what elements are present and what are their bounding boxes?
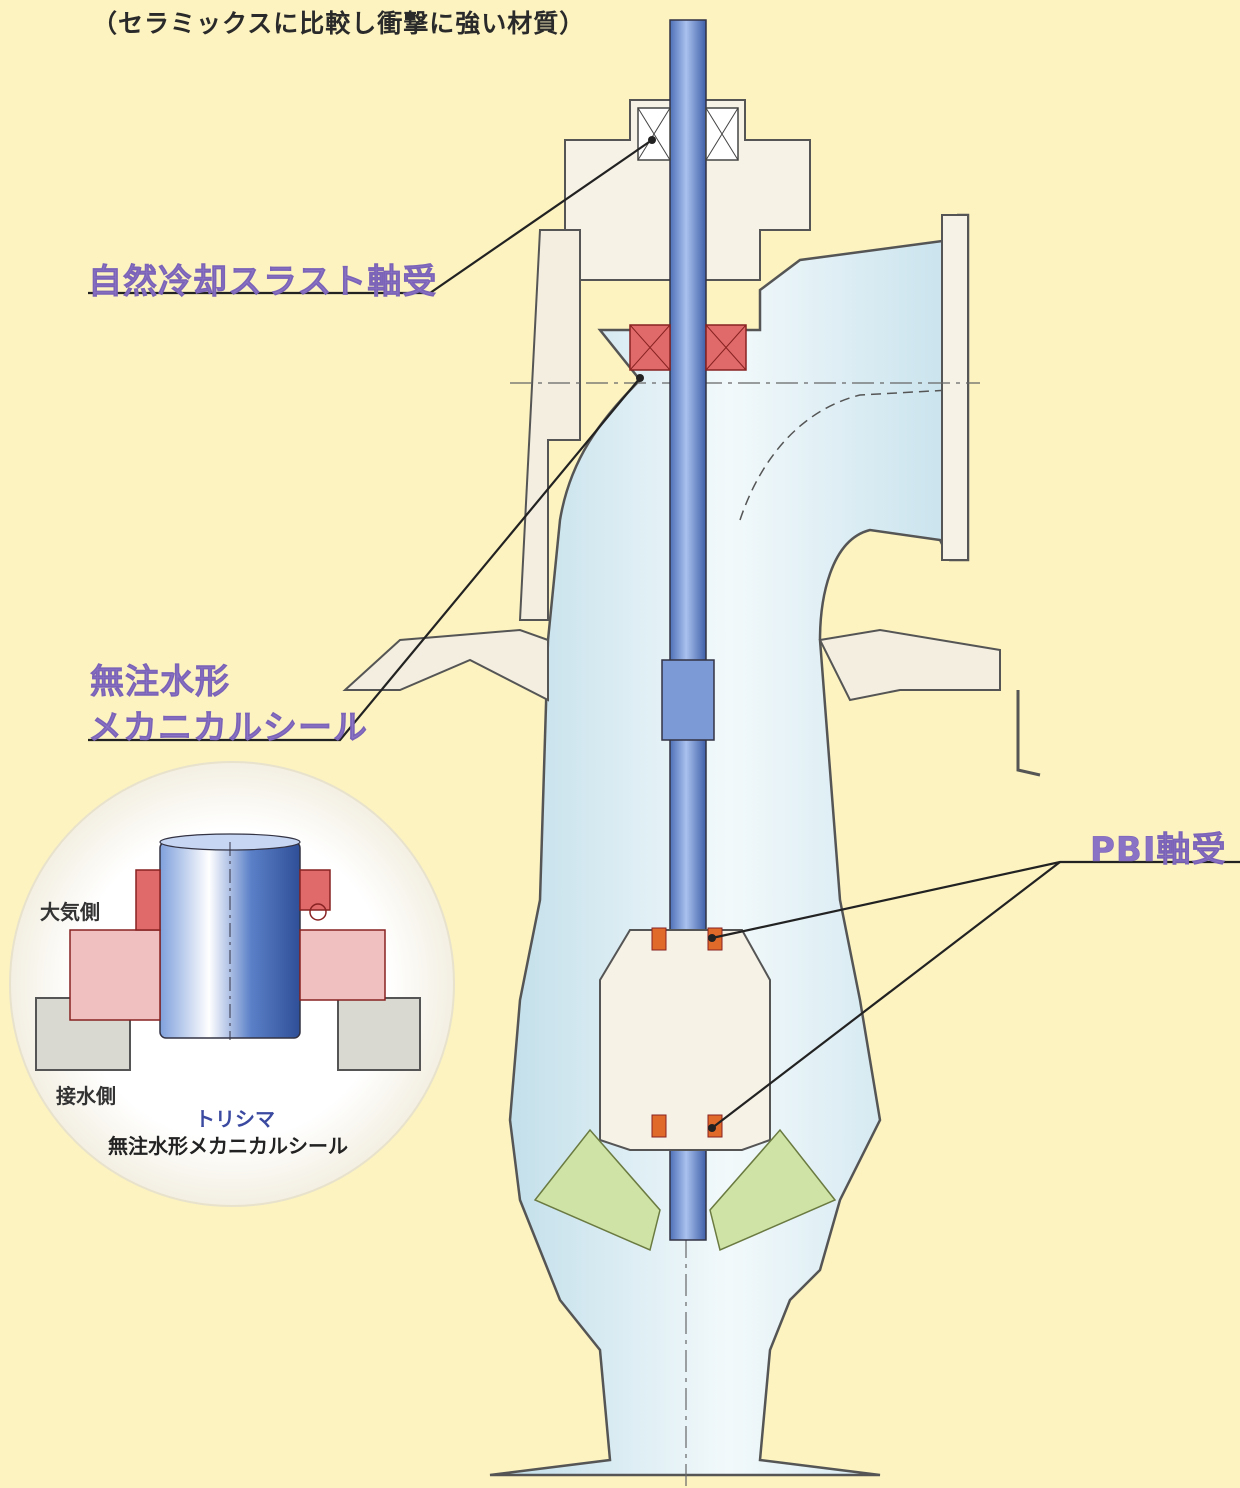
leader-pbi-lower [711,861,1061,1129]
inset-wetted-label: 接水側 [56,1084,116,1108]
pbi-bearing-lower-left [651,1114,667,1138]
material-note: （セラミックスに比較し衝撃に強い材質） [92,9,586,38]
pbi-bearing-upper-left [651,927,667,951]
support-bracket-right [818,628,1001,702]
support-frame-left [518,229,581,621]
leader-seal [88,377,641,742]
inset-atmosphere-label: 大気側 [40,900,100,924]
callout-seal-line1: 無注水形 [90,662,230,703]
inset-title: 無注水形メカニカルシール [108,1134,348,1158]
impeller-vane-left [533,1128,661,1252]
impeller-vane-right [709,1128,837,1252]
support-bracket-left [342,628,549,702]
shaft-coupling [661,659,715,741]
inset-housing-right [337,997,421,1071]
elbow-flow-line [739,389,951,521]
callout-seal-line2: メカニカルシール [88,708,368,749]
inset-seal-right [299,929,386,1001]
bearing-casing [599,929,771,1151]
callout-pbi-bearing: PBI軸受 [1090,830,1227,871]
inset-seal-left [69,929,161,1021]
drain-pipe [1016,690,1041,777]
discharge-flange [941,214,969,561]
leader-thrust [88,139,653,295]
inset-brand: トリシマ [195,1107,275,1131]
callout-thrust-bearing: 自然冷却スラスト軸受 [88,262,438,303]
